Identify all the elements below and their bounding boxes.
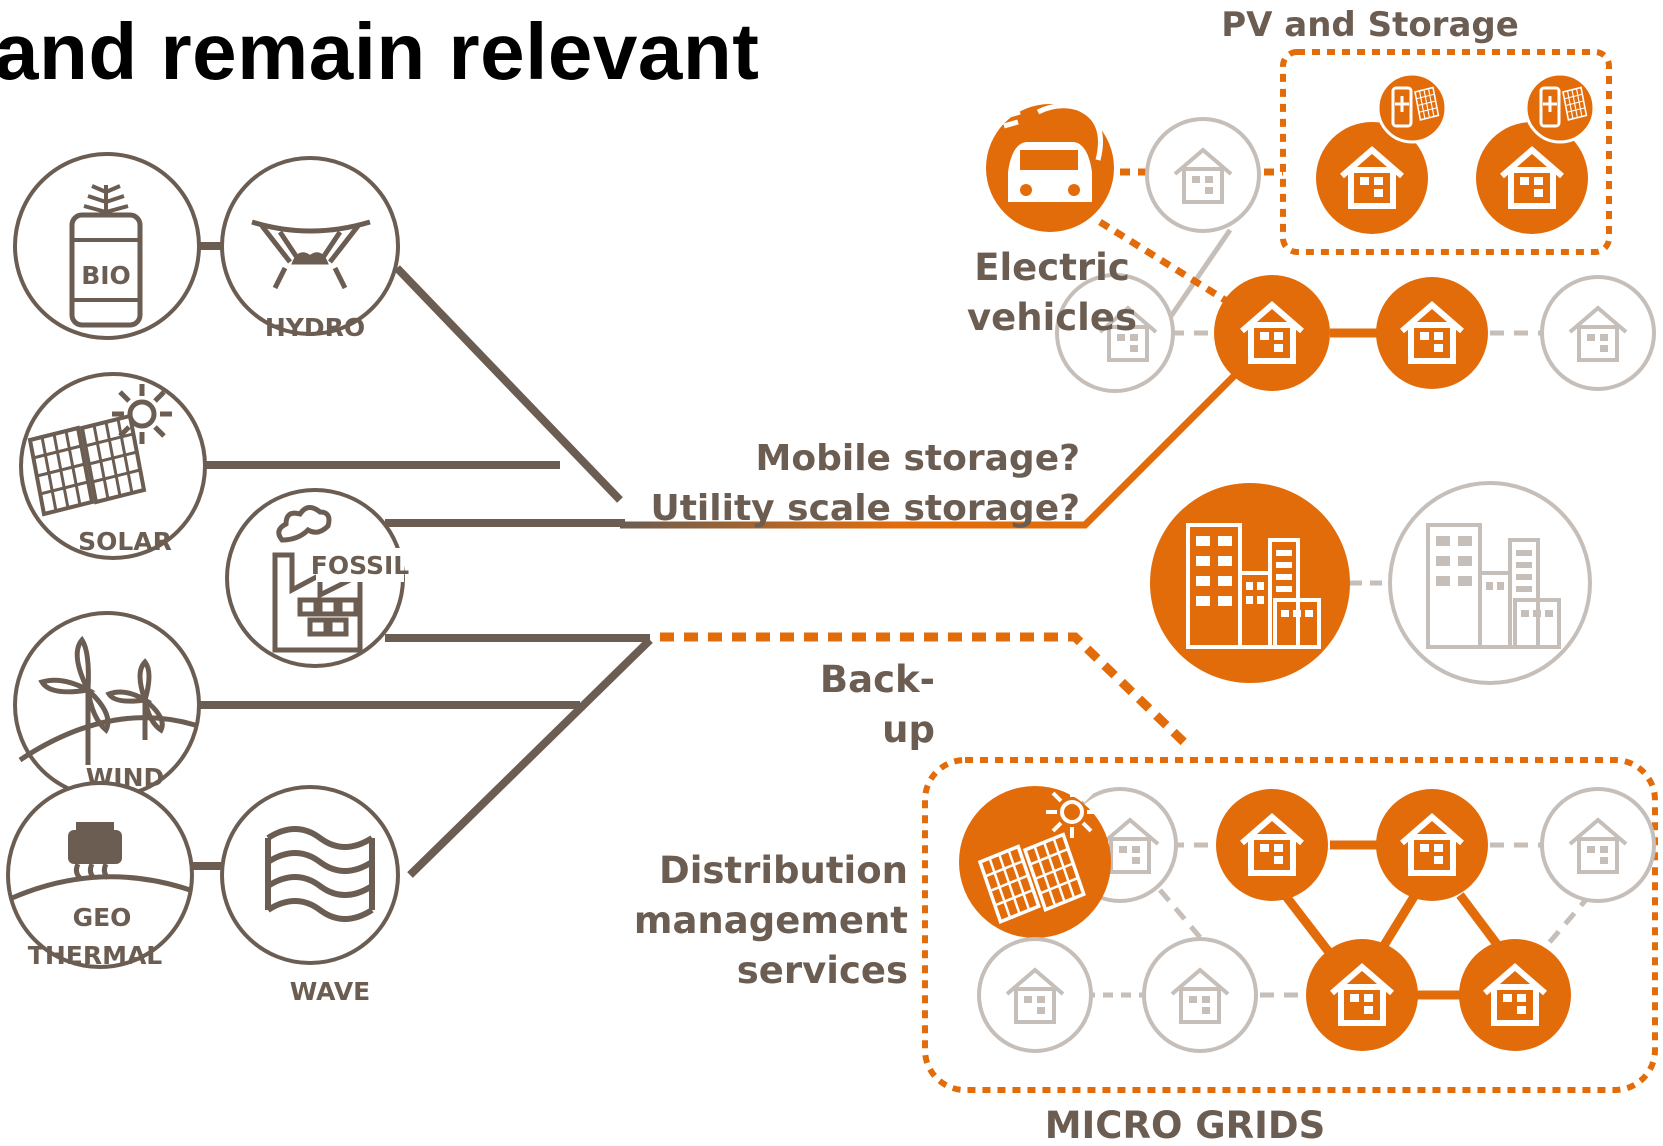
geothermal-node: GEO THERMAL xyxy=(6,781,194,970)
dms-label-1: Distribution xyxy=(659,849,908,892)
solar-panel-icon xyxy=(28,384,172,516)
geo-label-1: GEO xyxy=(73,903,132,932)
city-grey-node xyxy=(1388,481,1592,685)
bio-label: BIO xyxy=(81,261,131,290)
backup-label-2: up xyxy=(882,708,935,751)
wave-node: WAVE xyxy=(220,785,400,1006)
hydro-label: HYDRO xyxy=(265,313,365,342)
ev-label-2: vehicles xyxy=(967,296,1137,339)
storage-link xyxy=(620,367,1243,529)
micro-grid-box xyxy=(922,757,1658,1093)
city-orange-node xyxy=(1150,483,1350,683)
storage-label-2: Utility scale storage? xyxy=(650,488,1080,529)
solar-label: SOLAR xyxy=(78,527,172,556)
car-icon xyxy=(1003,103,1103,202)
fossil-node: FOSSIL xyxy=(225,488,410,668)
dam-icon xyxy=(251,219,371,290)
orange-house-a xyxy=(1214,275,1330,391)
backup-label-1: Back- xyxy=(820,658,935,701)
micro-orange-house-1 xyxy=(1216,789,1328,901)
grey-house-ev xyxy=(1145,117,1261,233)
micro-solar-node xyxy=(959,786,1111,938)
solar-panel-icon xyxy=(976,786,1098,926)
battery-icon xyxy=(1391,86,1440,128)
micro-orange-house-4 xyxy=(1459,939,1571,1051)
grey-house-left xyxy=(1055,273,1175,393)
geothermal-icon xyxy=(11,822,191,901)
storage-label-1: Mobile storage? xyxy=(756,438,1080,479)
buildings-icon xyxy=(1426,523,1561,649)
pv-house-2 xyxy=(1476,72,1596,234)
electric-vehicle-node xyxy=(986,103,1114,232)
backup-link xyxy=(660,632,1194,752)
page-title: and remain relevant xyxy=(0,7,760,96)
orange-house-b xyxy=(1376,277,1488,389)
hydro-node: HYDRO xyxy=(220,156,400,342)
bio-node: BIO xyxy=(13,152,201,340)
battery-icon xyxy=(1539,86,1588,128)
solar-node: SOLAR xyxy=(19,372,207,560)
micro-grey-house-3 xyxy=(977,937,1093,1053)
geo-label-2: THERMAL xyxy=(28,941,163,970)
buildings-icon xyxy=(1186,523,1321,649)
wind-node: WIND xyxy=(13,611,201,799)
micro-orange-house-3 xyxy=(1306,939,1418,1051)
pv-house-1 xyxy=(1316,72,1448,234)
micro-orange-house-2 xyxy=(1376,789,1488,901)
grey-house-right xyxy=(1540,275,1656,391)
dms-label-3: services xyxy=(737,949,908,992)
wave-label: WAVE xyxy=(290,977,371,1006)
wave-icon xyxy=(265,826,375,922)
micro-grey-house-2 xyxy=(1540,787,1656,903)
ev-grid-link xyxy=(1098,219,1227,303)
ev-label-1: Electric xyxy=(974,246,1130,289)
fossil-label: FOSSIL xyxy=(311,551,410,580)
barrel-icon xyxy=(69,184,143,328)
wind-turbine-icon xyxy=(18,635,196,765)
pv-storage-label: PV and Storage xyxy=(1221,5,1519,45)
source-links xyxy=(190,242,653,878)
ev-links xyxy=(1162,228,1545,336)
dms-label-2: management xyxy=(634,899,908,942)
pv-storage-box xyxy=(1280,49,1612,255)
micro-grey-house-4 xyxy=(1142,937,1258,1053)
micro-grids-label: MICRO GRIDS xyxy=(1045,1104,1326,1146)
